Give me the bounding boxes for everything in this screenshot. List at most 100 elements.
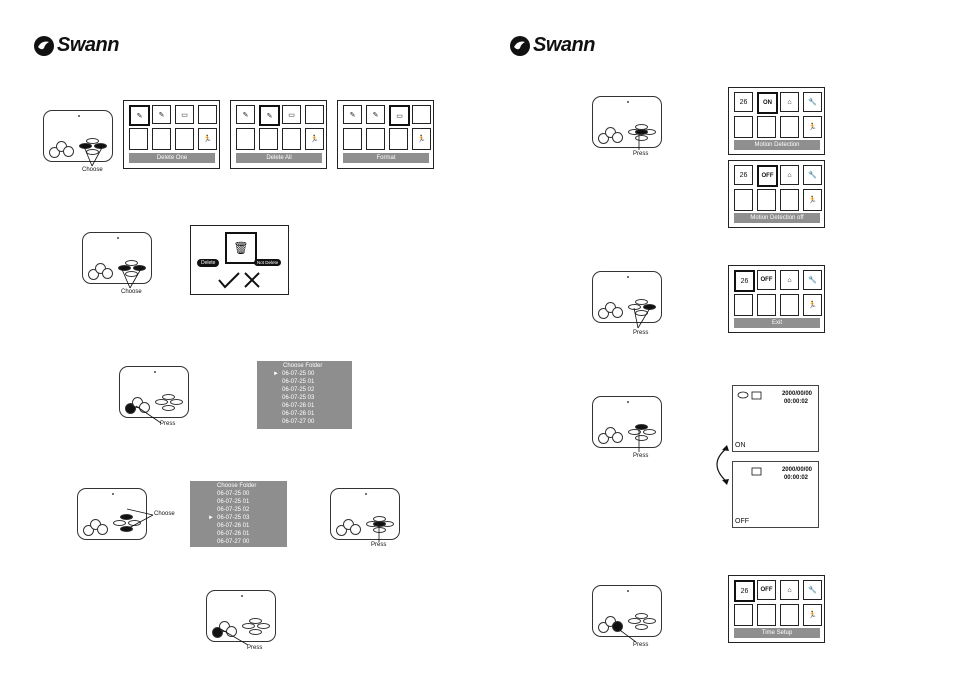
delete-one-icon[interactable]: ✎ <box>343 105 362 124</box>
folder-marker-icon: ► <box>208 515 214 521</box>
empty-cell <box>129 128 148 150</box>
folder-item[interactable]: 06-07-27 00 <box>217 539 250 545</box>
exit-icon[interactable]: 🏃 <box>803 189 822 211</box>
exit-icon[interactable]: 🏃 <box>198 128 217 150</box>
delete-all-icon[interactable]: ✎ <box>259 105 280 126</box>
motion-on-icon[interactable]: ON <box>757 92 778 114</box>
empty-cell <box>366 128 385 150</box>
calendar-icon[interactable]: 26 <box>734 270 755 292</box>
empty-cell <box>259 128 278 150</box>
delete-confirm-dialog: 🗑 Delete Not Delete <box>190 225 289 295</box>
toggle-arrow-icon <box>716 445 729 485</box>
format-icon[interactable]: ▭ <box>282 105 301 124</box>
folder-item[interactable]: 06-07-27 00 <box>282 419 315 425</box>
folder-item[interactable]: 06-07-25 02 <box>217 507 250 513</box>
folder-list-title: Choose Folder <box>283 363 323 369</box>
motion-off-icon[interactable]: OFF <box>757 580 776 600</box>
folder-item[interactable]: 06-07-25 01 <box>217 499 250 505</box>
calendar-icon[interactable]: 26 <box>734 580 755 602</box>
tools-icon[interactable]: 🔧 <box>803 92 822 112</box>
folder-item[interactable]: 06-07-26 01 <box>282 411 315 417</box>
exit-icon[interactable]: 🏃 <box>412 128 431 150</box>
empty-cell <box>198 105 217 124</box>
menu-title-bar: Time Setup <box>734 628 820 638</box>
camera-diagram <box>119 366 189 418</box>
folder-item[interactable]: 06-07-26 01 <box>217 531 250 537</box>
tools-icon[interactable]: 🔧 <box>803 270 822 290</box>
calendar-icon[interactable]: 26 <box>734 165 753 185</box>
pointer-line <box>638 132 640 150</box>
menu-motion-detection-off: 26 OFF ⌂ 🔧 🏃 Motion Detection off <box>728 160 825 228</box>
exit-icon[interactable]: 🏃 <box>803 116 822 138</box>
press-label: Press <box>633 330 649 336</box>
delete-all-icon[interactable]: ✎ <box>366 105 385 124</box>
press-label: Press <box>247 645 263 651</box>
motion-off-icon[interactable]: OFF <box>757 165 778 187</box>
folder-item[interactable]: 06-07-25 01 <box>282 379 315 385</box>
preview-screen-off: 2000/00/00 00:00:02 OFF <box>732 461 819 528</box>
empty-cell <box>734 294 753 316</box>
menu-title-bar: Motion Detection off <box>734 213 820 223</box>
tools-icon[interactable]: 🔧 <box>803 580 822 600</box>
camera-mode-icon[interactable]: ⌂ <box>780 270 799 290</box>
folder-marker-icon: ► <box>273 371 279 377</box>
folder-list-title: Choose Folder <box>217 483 257 489</box>
delete-option[interactable]: Delete <box>197 259 220 267</box>
pointer-line <box>612 624 637 643</box>
folder-item[interactable]: 06-07-25 00 <box>282 371 315 377</box>
folder-item[interactable]: 06-07-25 02 <box>282 387 315 393</box>
empty-cell <box>389 128 408 150</box>
delete-one-icon[interactable]: ✎ <box>129 105 150 126</box>
calendar-icon[interactable]: 26 <box>734 92 753 112</box>
empty-cell <box>343 128 362 150</box>
empty-cell <box>175 128 194 150</box>
camera-mode-icon[interactable]: ⌂ <box>780 580 799 600</box>
empty-cell <box>305 105 324 124</box>
camera-diagram <box>330 488 400 540</box>
empty-cell <box>412 105 431 124</box>
press-label: Press <box>633 151 649 157</box>
press-label: Press <box>633 453 649 459</box>
empty-cell <box>734 604 753 626</box>
brand-name: Swann <box>533 34 595 56</box>
not-delete-option[interactable]: Not Delete <box>254 259 282 266</box>
camera-diagram <box>592 271 662 323</box>
menu-format: ✎ ✎ ▭ 🏃 Format <box>337 100 434 169</box>
menu-title-bar: Delete All <box>236 153 322 163</box>
folder-list-1: Choose Folder ► 06-07-25 00 06-07-25 01 … <box>257 361 352 429</box>
delete-one-icon[interactable]: ✎ <box>236 105 255 124</box>
format-icon[interactable]: ▭ <box>175 105 194 124</box>
folder-list-2: Choose Folder 06-07-25 00 06-07-25 01 06… <box>190 481 287 547</box>
motion-off-icon[interactable]: OFF <box>757 270 776 290</box>
screen-state: ON <box>735 442 746 449</box>
camera-diagram <box>77 488 147 540</box>
camera-mode-icon[interactable]: ⌂ <box>780 165 799 185</box>
camera-diagram <box>592 96 662 148</box>
folder-item[interactable]: 06-07-25 03 <box>217 515 250 521</box>
tools-icon[interactable]: 🔧 <box>803 165 822 185</box>
folder-item[interactable]: 06-07-26 01 <box>217 523 250 529</box>
menu-exit: 26 OFF ⌂ 🔧 🏃 Exit <box>728 265 825 333</box>
screen-time: 00:00:02 <box>783 475 808 481</box>
menu-motion-detection: 26 ON ⌂ 🔧 🏃 Motion Detection <box>728 87 825 155</box>
menu-title-bar: Motion Detection <box>734 140 820 150</box>
swann-logo-icon <box>34 35 54 56</box>
camera-mode-icon[interactable]: ⌂ <box>780 92 799 112</box>
press-label: Press <box>371 542 387 548</box>
empty-cell <box>780 189 799 211</box>
motion-camera-icon <box>737 391 762 400</box>
camera-diagram <box>592 396 662 448</box>
camera-icon <box>751 467 762 476</box>
empty-cell <box>757 604 776 626</box>
exit-icon[interactable]: 🏃 <box>803 294 822 316</box>
menu-title-bar: Format <box>343 153 429 163</box>
format-icon[interactable]: ▭ <box>389 105 410 126</box>
camera-diagram <box>592 585 662 637</box>
exit-icon[interactable]: 🏃 <box>803 604 822 626</box>
folder-item[interactable]: 06-07-25 03 <box>282 395 315 401</box>
folder-item[interactable]: 06-07-26 01 <box>282 403 315 409</box>
exit-icon[interactable]: 🏃 <box>305 128 324 150</box>
folder-item[interactable]: 06-07-25 00 <box>217 491 250 497</box>
delete-all-icon[interactable]: ✎ <box>152 105 171 124</box>
pointer-lines <box>126 508 154 530</box>
